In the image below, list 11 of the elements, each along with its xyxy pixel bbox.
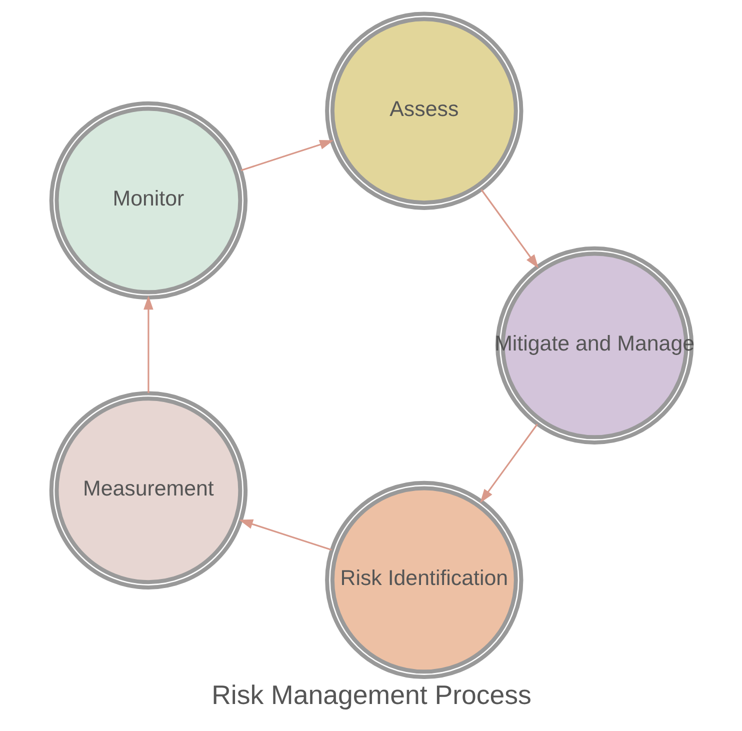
arrow	[143, 296, 153, 394]
arrow	[238, 519, 332, 551]
node-circle: Mitigate and Manage	[494, 246, 694, 445]
diagram-title: Risk Management Process	[211, 680, 531, 710]
arrow	[480, 189, 538, 268]
node-circle: Risk Identification	[324, 480, 523, 680]
node-circle: Assess	[324, 12, 523, 210]
arrow	[480, 424, 538, 503]
node-circle: Measurement	[48, 391, 248, 590]
node-circle: Monitor	[48, 101, 248, 300]
arrow	[240, 140, 334, 172]
